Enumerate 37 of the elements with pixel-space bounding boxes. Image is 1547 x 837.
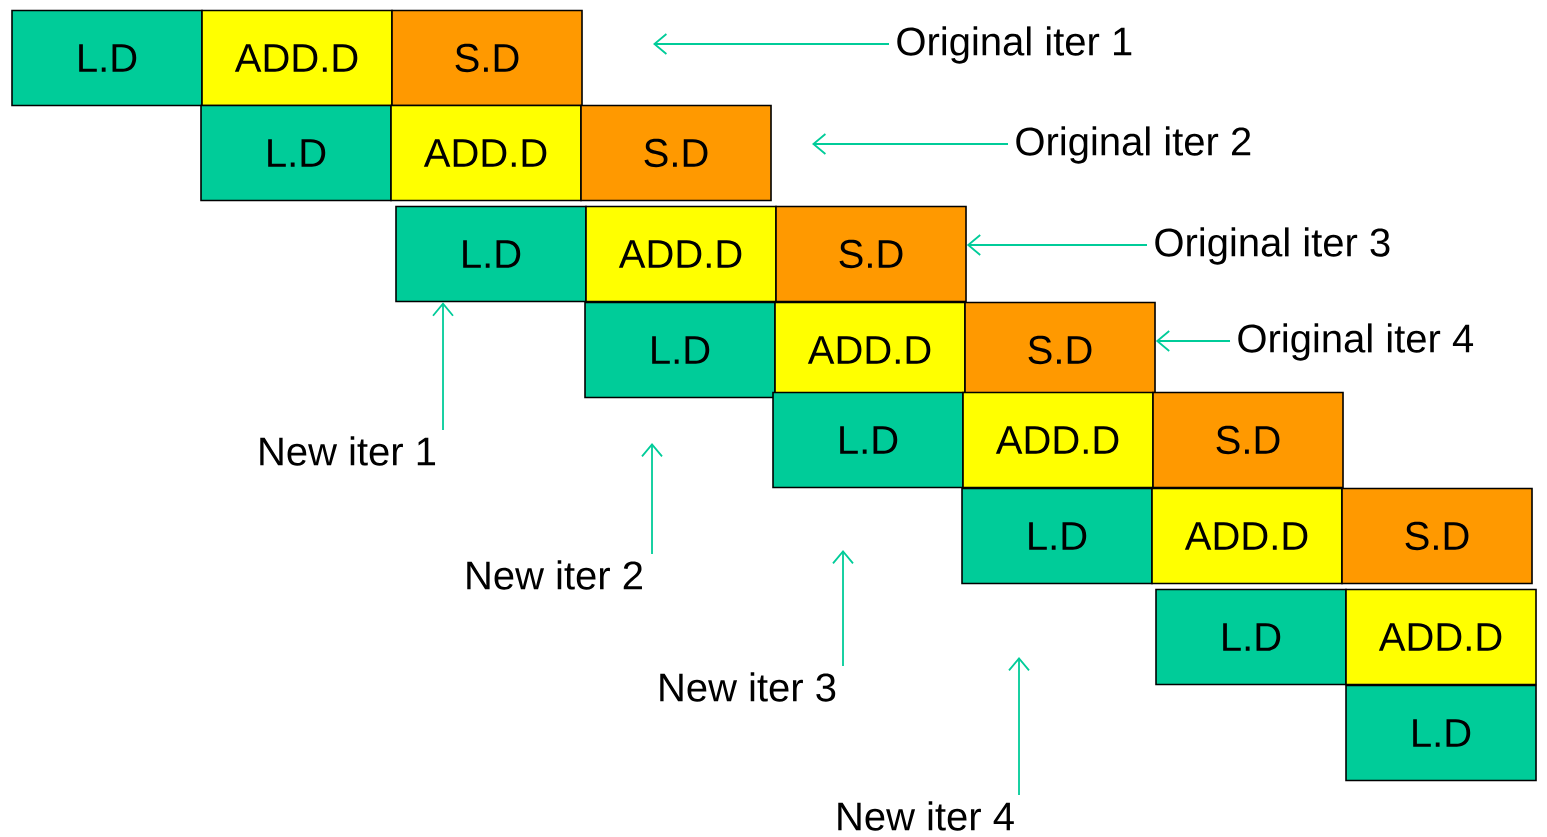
- instruction-box: L.D: [961, 487, 1153, 585]
- instruction-box: ADD.D: [1151, 487, 1343, 585]
- arrow: [966, 234, 1148, 256]
- arrow: [1008, 657, 1030, 796]
- iteration-label: New iter 2: [467, 560, 642, 590]
- instruction-box: ADD.D: [774, 301, 966, 399]
- iteration-label: Original iter 2: [1016, 126, 1251, 164]
- instruction-box: L.D: [772, 391, 964, 489]
- iteration-label: Original iter 1: [897, 26, 1132, 64]
- arrow: [1155, 330, 1231, 352]
- iteration-label: Original iter 4: [1238, 323, 1474, 361]
- instruction-box: S.D: [775, 205, 967, 303]
- instruction-box: ADD.D: [585, 205, 777, 303]
- instruction-box: S.D: [1152, 391, 1344, 489]
- instruction-box: ADD.D: [201, 9, 393, 107]
- iteration-label: New iter 1: [260, 436, 436, 466]
- arrow: [641, 443, 663, 555]
- instruction-box: ADD.D: [390, 104, 582, 202]
- instruction-box: L.D: [584, 301, 776, 399]
- arrow: [812, 133, 1009, 155]
- instruction-box: L.D: [395, 205, 587, 303]
- instruction-box: ADD.D: [1345, 588, 1537, 686]
- iteration-label: Original iter 3: [1155, 227, 1390, 265]
- instruction-box: S.D: [580, 104, 772, 202]
- arrow: [432, 302, 454, 431]
- iteration-label: New iter 3: [660, 672, 836, 702]
- iteration-label: New iter 4: [838, 801, 1014, 831]
- arrow: [832, 550, 854, 667]
- instruction-box: S.D: [1341, 487, 1533, 585]
- instruction-box: S.D: [964, 301, 1156, 399]
- instruction-box: L.D: [1155, 588, 1347, 686]
- arrow: [653, 33, 890, 55]
- instruction-box: S.D: [391, 9, 583, 107]
- instruction-box: L.D: [1345, 684, 1537, 782]
- instruction-box: L.D: [11, 9, 203, 107]
- instruction-box: ADD.D: [962, 391, 1154, 489]
- instruction-box: L.D: [200, 104, 392, 202]
